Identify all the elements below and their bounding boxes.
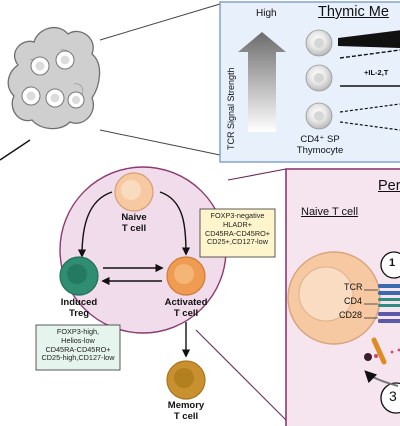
activated-marker-box: [199, 208, 276, 258]
induced-label-line1: Induced: [60, 297, 98, 308]
axis-label: TCR Signal Strength: [226, 67, 236, 150]
treg-marker-1: FOXP3-high,: [56, 327, 100, 336]
activated-label-line1: Activated: [164, 297, 208, 308]
activated-marker-4: CD25+,CD127-low: [206, 237, 269, 247]
treg-marker-4: CD25-high,CD127-low: [41, 353, 115, 363]
cd4-sp-line2: Thymocyte: [296, 144, 344, 156]
activated-label: Activated T cell: [151, 297, 221, 319]
activated-marker-3: CD45RA-CD45RO+: [204, 228, 271, 238]
activated-markers: FOXP3-negative HLADR+ CD45RA-CD45RO+ CD2…: [200, 211, 275, 247]
zoom-line-periph-top: [227, 168, 287, 181]
naive-label-line2: T cell: [121, 222, 147, 234]
thymic-panel-title: Thymic Me: [318, 4, 389, 20]
induced-label-line2: Treg: [68, 307, 90, 319]
zoom-line-top: [99, 3, 221, 41]
cd4-sp-label: CD4⁺ SP Thymocyte: [290, 134, 350, 156]
step-1-label: 1: [389, 257, 396, 269]
receptor-cd28-label: CD28: [339, 310, 363, 320]
treg-marker-2: Helios-low: [61, 335, 95, 345]
activated-label-line2: T cell: [173, 307, 199, 319]
activated-marker-2: HLADR+: [223, 219, 252, 229]
memory-label-line1: Memory: [167, 400, 205, 411]
treg-marker-box: [35, 324, 121, 371]
zoom-line-left: [0, 139, 31, 161]
step-3-label: 3: [389, 388, 397, 404]
thymus-organ: [7, 26, 101, 130]
thymocyte-cells: [305, 29, 333, 130]
receptor-stack: [364, 284, 400, 323]
naive-label: Naive T cell: [104, 212, 164, 234]
naive-label-line1: Naive: [121, 212, 147, 223]
memory-label-line2: T cell: [173, 410, 199, 422]
signal-lines: [338, 30, 400, 131]
step-3-arrow: [364, 370, 399, 387]
step-3-circle: [380, 382, 400, 414]
cd4-sp-line1: CD4⁺ SP: [300, 134, 340, 145]
induced-treg-label: Induced Treg: [49, 297, 109, 319]
axis-high-label: High: [256, 8, 277, 19]
zoom-line-bottom: [99, 129, 221, 156]
cycle-arrows: [77, 191, 191, 358]
step-1-circle: [380, 251, 400, 279]
receptor-cd4-label: CD4: [344, 296, 363, 306]
signal-label: +IL-2,T: [364, 68, 389, 77]
ligand-molecule: [364, 337, 400, 365]
zoom-line-periph-bottom: [195, 329, 287, 421]
receptor-tcr-label: TCR: [344, 282, 363, 292]
treg-marker-3: CD45RA-CD45RO+: [45, 344, 111, 354]
activated-marker-1: FOXP3-negative: [210, 211, 265, 220]
memory-label: Memory T cell: [156, 400, 216, 422]
tcr-strength-arrow: [238, 32, 286, 132]
peripheral-panel-title: Per: [378, 178, 400, 194]
naive-t-cell-subtitle: Naive T cell: [301, 206, 359, 218]
treg-markers: FOXP3-high, Helios-low CD45RA-CD45RO+ CD…: [36, 327, 120, 363]
